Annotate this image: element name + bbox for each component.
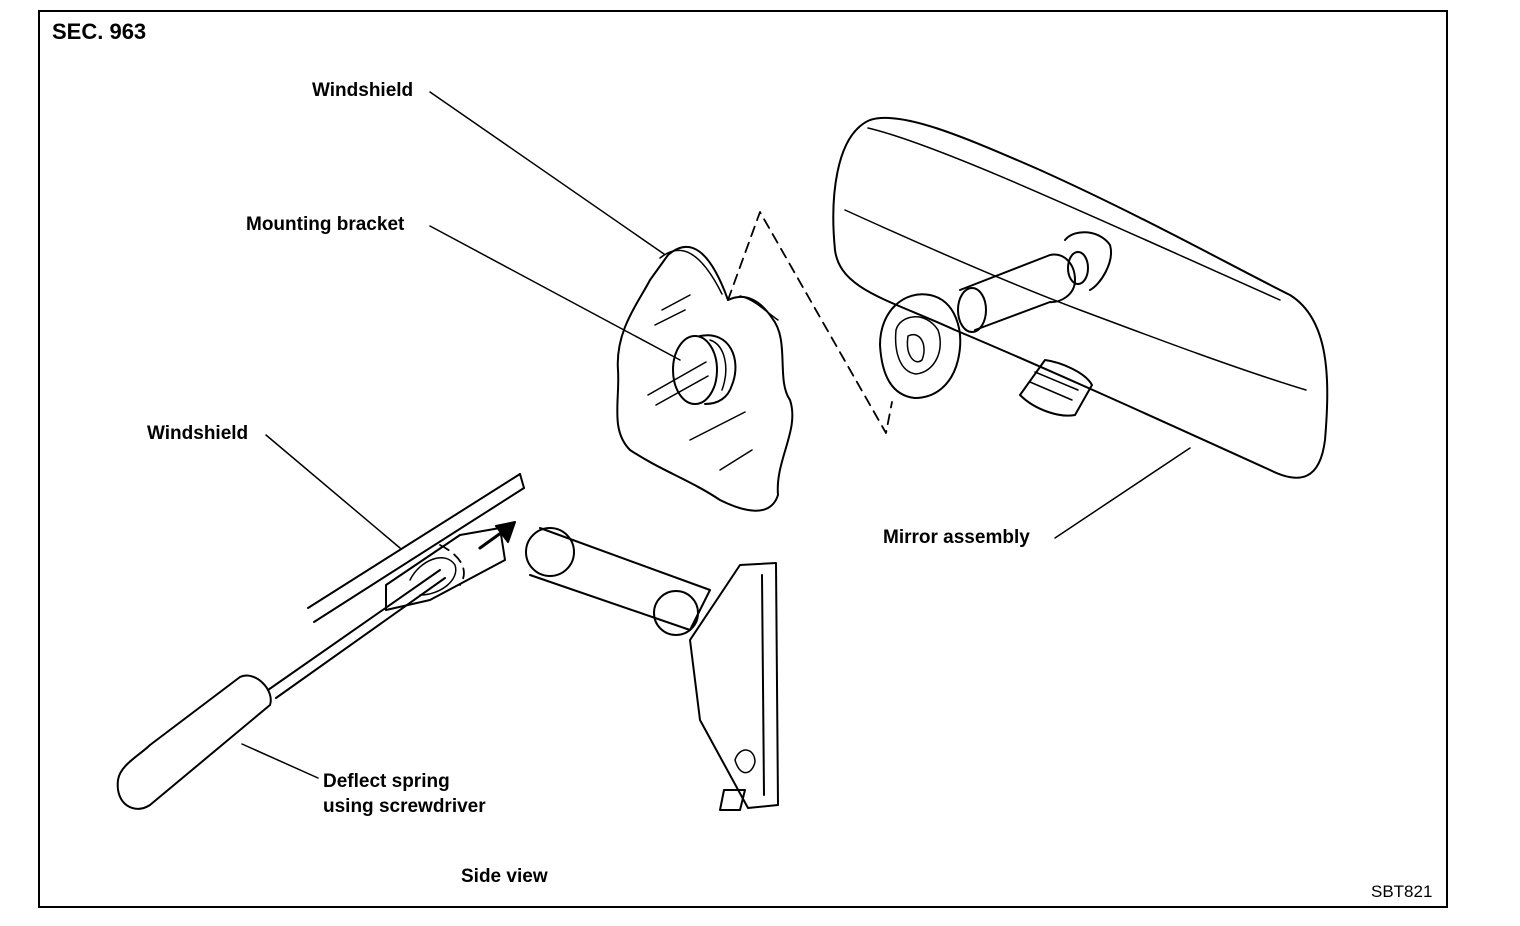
leader-lines: [241, 91, 1191, 779]
mirror-assembly-shape: [832, 116, 1329, 479]
leader-mounting-bracket: [429, 225, 681, 361]
windshield-fragment: [616, 245, 794, 512]
projection-lines: [727, 211, 893, 434]
label-deflect-spring: Deflect spring: [323, 771, 450, 792]
leader-windshield-side: [265, 434, 401, 549]
leader-windshield-top: [429, 91, 665, 255]
leader-screwdriver: [241, 743, 319, 779]
label-side-view: Side view: [461, 866, 548, 887]
label-using-screwdriver: using screwdriver: [323, 796, 486, 817]
label-windshield-top: Windshield: [312, 80, 414, 101]
side-view-assembly: [116, 473, 779, 811]
label-mounting-bracket: Mounting bracket: [246, 214, 405, 235]
figure-frame: [38, 10, 1448, 908]
figure-code: SBT821: [1371, 882, 1433, 901]
leader-mirror-assembly: [1054, 447, 1191, 539]
label-mirror-assembly: Mirror assembly: [883, 527, 1030, 548]
section-number: SEC. 963: [52, 19, 147, 44]
label-windshield-side: Windshield: [147, 423, 249, 444]
mounting-bracket-shape: [647, 334, 737, 406]
